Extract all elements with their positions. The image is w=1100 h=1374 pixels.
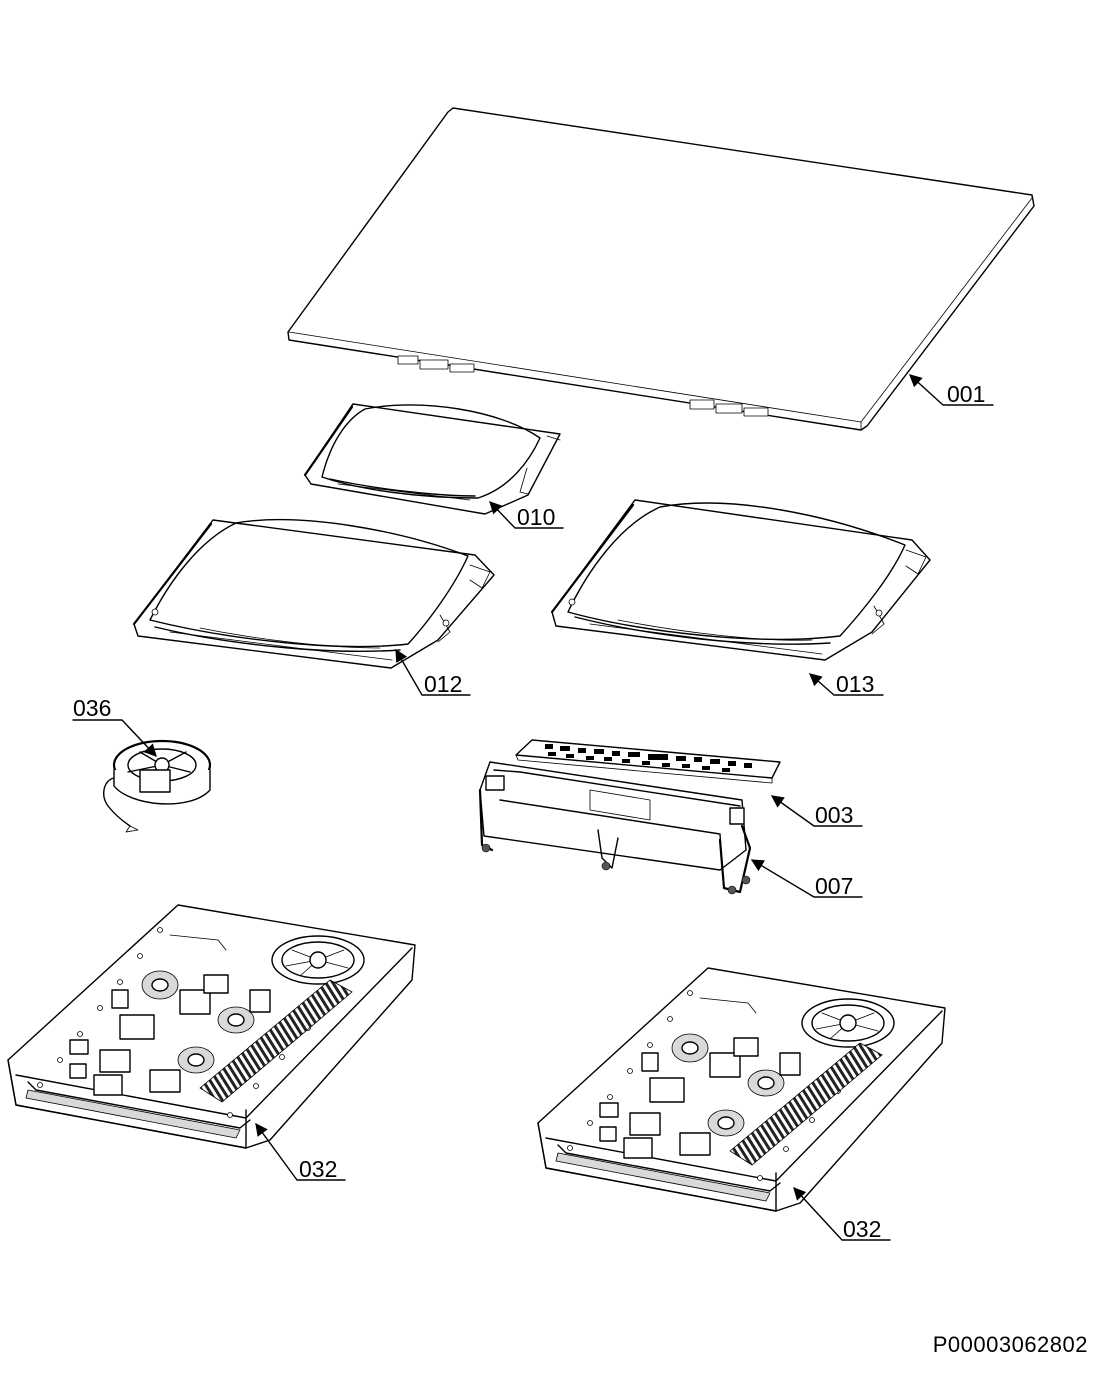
callout-013: 013 — [809, 671, 884, 697]
small-induction-coil-part[interactable] — [303, 403, 561, 515]
callout-007: 007 — [750, 859, 863, 899]
cooling-fan-part[interactable] — [103, 739, 212, 833]
glass-top-part[interactable] — [287, 107, 1035, 431]
document-number: P00003062802 — [932, 1332, 1088, 1357]
part-number-label: 032 — [843, 1216, 881, 1242]
left-large-induction-coil-part[interactable] — [132, 519, 495, 669]
part-number-label: 007 — [815, 873, 853, 899]
callout-001: 001 — [909, 374, 994, 407]
part-number-label: 010 — [517, 504, 555, 530]
part-number-label: 036 — [73, 695, 111, 721]
right-large-induction-coil-part[interactable] — [550, 499, 931, 661]
power-module-right-part[interactable] — [537, 967, 946, 1212]
part-number-label: 013 — [836, 671, 874, 697]
part-number-label: 001 — [947, 381, 985, 407]
callout-012: 012 — [395, 648, 471, 697]
control-pcb-part[interactable] — [515, 739, 781, 784]
callout-003: 003 — [770, 795, 863, 828]
callout-036: 036 — [72, 695, 157, 757]
power-module-left-part[interactable] — [7, 904, 416, 1149]
part-number-label: 003 — [815, 802, 853, 828]
callout-010: 010 — [489, 501, 564, 530]
callout-032-right: 032 — [793, 1187, 891, 1242]
part-number-label: 012 — [424, 671, 462, 697]
pcb-holder-frame-part[interactable] — [478, 761, 752, 895]
part-number-label: 032 — [299, 1156, 337, 1182]
callout-032-left: 032 — [255, 1122, 346, 1182]
